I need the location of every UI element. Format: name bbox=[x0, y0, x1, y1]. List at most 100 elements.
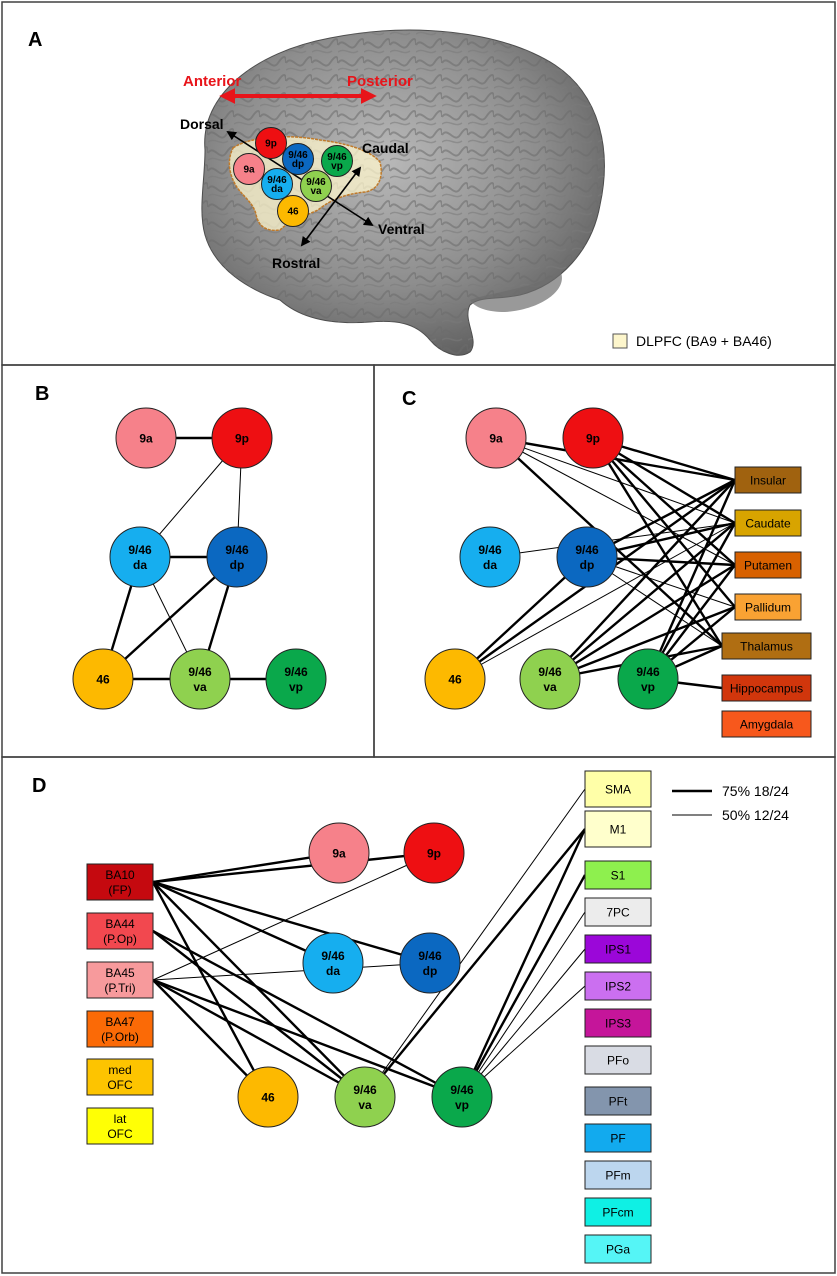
panel-b-node-9p: 9p bbox=[211, 407, 273, 469]
panel-d-box-label-pfcm: PFcm bbox=[602, 1206, 633, 1220]
panel-d-node-label-9-46va: 9/46 bbox=[353, 1083, 377, 1097]
brain-node-circle-9a bbox=[233, 153, 265, 185]
panel-d-edge-ba45-9p bbox=[152, 852, 435, 981]
panel-c-node-label-9-46da: da bbox=[483, 558, 497, 572]
brain-node-9a: 9a bbox=[233, 153, 265, 185]
panel-d-node-circle-9-46vp bbox=[431, 1066, 493, 1128]
panel-c-node-label-9-46va: 9/46 bbox=[538, 665, 562, 679]
brain-node-label-9-46da: 9/46 bbox=[267, 175, 287, 186]
panel-d-node-circle-46 bbox=[237, 1066, 299, 1128]
panel-c-node-circle-9-46va bbox=[519, 648, 581, 710]
panel-d-node-label-9-46vp: vp bbox=[455, 1098, 469, 1112]
panel-c-box-label-caudate: Caudate bbox=[745, 517, 791, 531]
panel-d-edge-9-46va-sma bbox=[364, 788, 586, 1098]
panel-d-node-circle-9-46da bbox=[302, 932, 364, 994]
panel-d-box-rect-ba44 bbox=[86, 912, 154, 950]
panel-d-box-rect-pfo bbox=[584, 1045, 652, 1075]
legend-weak-label: 50% 12/24 bbox=[722, 807, 789, 823]
panel-c-node-label-46: 46 bbox=[448, 673, 462, 687]
brain-node-label-46: 46 bbox=[287, 207, 299, 218]
panel-b-node-circle-46 bbox=[72, 648, 134, 710]
panel-d-box-pfcm: PFcm bbox=[584, 1197, 652, 1227]
panel-d-edge-ba10-46 bbox=[151, 881, 270, 1098]
panel-c-box-rect-insular bbox=[734, 466, 802, 494]
panel-c-node-9a: 9a bbox=[465, 407, 527, 469]
panel-d-frame bbox=[1, 756, 836, 1274]
panel-c-node-label-9-46vp: vp bbox=[641, 680, 655, 694]
panel-d-box-label-pf: PF bbox=[610, 1132, 625, 1146]
panel-d-box-pga: PGa bbox=[584, 1234, 652, 1264]
panel-d-box-rect-medofc bbox=[86, 1058, 154, 1096]
brain-node-circle-9-46va bbox=[300, 170, 332, 202]
panel-d-box-rect-ips1 bbox=[584, 934, 652, 964]
panel-b-node-label-9-46va: 9/46 bbox=[188, 665, 212, 679]
panel-c-node-label-9-46dp: 9/46 bbox=[575, 543, 599, 557]
brain-node-label-9-46vp: vp bbox=[331, 161, 343, 172]
panel-d-box-rect-m1 bbox=[584, 810, 652, 848]
panel-b-node-circle-9p bbox=[211, 407, 273, 469]
panel-d-edge-ba10-9-46dp bbox=[152, 880, 431, 965]
brain-node-label-9-46dp: dp bbox=[292, 159, 304, 170]
panel-b-node-label-9-46vp: 9/46 bbox=[284, 665, 308, 679]
panel-c-box-label-amygdala: Amygdala bbox=[740, 718, 794, 732]
panel-b-node-label-9p: 9p bbox=[235, 432, 249, 446]
panel-c-edge-9-46da-caudate bbox=[489, 522, 736, 558]
panel-d-box-pfm: PFm bbox=[584, 1160, 652, 1190]
panel-b-node-circle-9a bbox=[115, 407, 177, 469]
panel-c-node-circle-9-46vp bbox=[617, 648, 679, 710]
panel-b-node-label-9-46va: va bbox=[193, 680, 207, 694]
panel-d-node-circle-9-46va bbox=[334, 1066, 396, 1128]
panel-c-box-amygdala: Amygdala bbox=[721, 710, 812, 738]
panel-c-edge-9-46va-putamen bbox=[549, 563, 736, 681]
panel-c-node-label-9-46va: va bbox=[543, 680, 557, 694]
dorsal-label: Dorsal bbox=[180, 116, 224, 132]
panel-c-edge-9-46vp-insular bbox=[646, 479, 737, 680]
panel-c-node-label-9a: 9a bbox=[489, 432, 503, 446]
panel-d-box-label-ba45: (P.Tri) bbox=[104, 981, 135, 995]
panel-c-edge-9-46va-insular bbox=[549, 479, 736, 680]
brain-node-label-9p: 9p bbox=[265, 139, 277, 150]
panel-d-box-label-pft: PFt bbox=[609, 1095, 628, 1109]
panel-c-box-caudate: Caudate bbox=[734, 509, 802, 537]
panel-d-edge-ba44-9-46va bbox=[152, 930, 366, 1098]
panel-d-box-label-medofc: med bbox=[108, 1063, 131, 1077]
panel-d-node-9p: 9p bbox=[403, 822, 465, 884]
panel-d-box-rect-ips2 bbox=[584, 971, 652, 1001]
panel-c-edge-46-caudate bbox=[454, 522, 736, 680]
panel-d-box-rect-7pc bbox=[584, 897, 652, 927]
panel-d-edge-ba45-9-46vp bbox=[152, 978, 463, 1099]
panel-d-box-7pc: 7PC bbox=[584, 897, 652, 927]
panel-d-box-label-pfm: PFm bbox=[605, 1169, 630, 1183]
panel-d-node-label-9a: 9a bbox=[332, 847, 346, 861]
panel-d-box-label-ba44: (P.Op) bbox=[103, 932, 137, 946]
panel-d-box-label-ba10: (FP) bbox=[108, 883, 131, 897]
panel-c-box-label-pallidum: Pallidum bbox=[745, 601, 791, 615]
panel-d-node-label-9-46dp: dp bbox=[423, 964, 438, 978]
panel-d-box-rect-pfcm bbox=[584, 1197, 652, 1227]
panel-d-box-label-ips3: IPS3 bbox=[605, 1017, 631, 1031]
panel-d-box-ips1: IPS1 bbox=[584, 934, 652, 964]
panel-d-box-label-s1: S1 bbox=[611, 869, 626, 883]
panel-b-node-circle-9-46dp bbox=[206, 526, 268, 588]
panel-d-box-m1: M1 bbox=[584, 810, 652, 848]
panel-d-box-label-ba10: BA10 bbox=[105, 868, 135, 882]
brain-node-label-9-46va: va bbox=[310, 186, 322, 197]
panel-c-box-rect-pallidum bbox=[734, 593, 802, 621]
panel-b-label: B bbox=[35, 383, 49, 405]
panel-b-node-label-46: 46 bbox=[96, 673, 110, 687]
legend-strong-label: 75% 18/24 bbox=[722, 783, 789, 799]
panel-d-box-label-ba47: BA47 bbox=[105, 1015, 135, 1029]
brain-node-circle-9-46da bbox=[261, 168, 293, 200]
panel-d-node-label-46: 46 bbox=[261, 1091, 275, 1105]
